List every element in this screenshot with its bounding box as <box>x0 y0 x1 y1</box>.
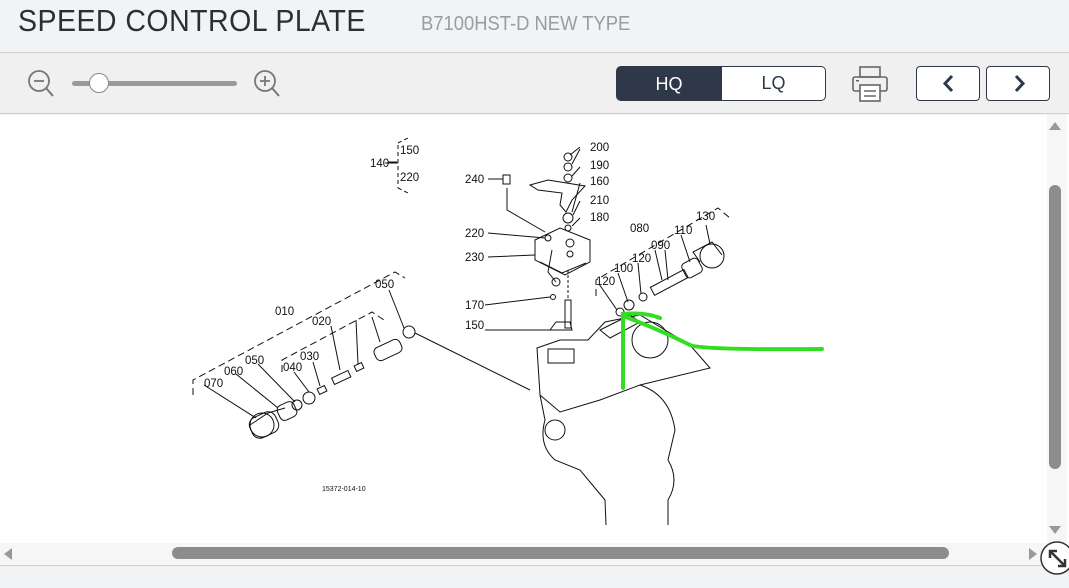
part-label[interactable]: 170 <box>465 300 484 312</box>
part-label[interactable]: 120 <box>632 253 651 265</box>
drawing-code: 15372-014-10 <box>322 486 366 493</box>
part-label[interactable]: 120 <box>596 276 615 288</box>
lq-quality-button[interactable]: LQ <box>721 66 826 101</box>
part-label[interactable]: 010 <box>275 306 294 318</box>
zoom-in-icon[interactable] <box>251 68 283 100</box>
part-label[interactable]: 140 <box>370 158 389 170</box>
zoom-slider[interactable] <box>72 81 237 86</box>
part-label[interactable]: 050 <box>375 279 394 291</box>
part-label[interactable]: 020 <box>312 316 331 328</box>
diagram-viewport[interactable]: 140 150 220 240 200 190 160 210 180 220 … <box>0 115 1069 565</box>
part-label[interactable]: 110 <box>674 225 692 237</box>
part-label[interactable]: 030 <box>300 351 319 363</box>
hq-quality-button[interactable]: HQ <box>616 66 722 101</box>
part-label[interactable]: 060 <box>224 366 243 378</box>
part-label[interactable]: 070 <box>204 378 223 390</box>
part-label[interactable]: 080 <box>630 223 649 235</box>
vertical-scroll-thumb[interactable] <box>1049 185 1061 469</box>
horizontal-scroll-thumb[interactable] <box>172 547 949 559</box>
model-subtitle: B7100HST-D NEW TYPE <box>421 13 631 35</box>
part-label[interactable]: 040 <box>283 362 302 374</box>
part-label[interactable]: 160 <box>590 176 609 188</box>
part-label[interactable]: 190 <box>590 160 609 172</box>
part-label[interactable]: 150 <box>400 145 419 157</box>
resize-fullscreen-icon[interactable] <box>1039 539 1069 579</box>
part-label[interactable]: 150 <box>465 320 484 332</box>
part-label[interactable]: 100 <box>614 263 633 275</box>
page-title: SPEED CONTROL PLATE <box>18 3 366 38</box>
scroll-down-arrow-icon[interactable] <box>1048 525 1062 535</box>
part-label[interactable]: 240 <box>465 174 484 186</box>
print-icon[interactable] <box>851 65 889 103</box>
part-label[interactable]: 050 <box>245 355 264 367</box>
scroll-right-arrow-icon[interactable] <box>1028 547 1038 561</box>
part-label[interactable]: 220 <box>400 172 419 184</box>
chevron-right-icon <box>1014 74 1026 93</box>
part-label[interactable]: 090 <box>651 240 670 252</box>
parts-diagram: 140 150 220 240 200 190 160 210 180 220 … <box>192 137 824 526</box>
part-label[interactable]: 200 <box>590 142 609 154</box>
part-label[interactable]: 230 <box>465 252 484 264</box>
next-page-button[interactable] <box>986 66 1050 101</box>
scroll-left-arrow-icon[interactable] <box>3 547 13 561</box>
zoom-out-icon[interactable] <box>26 68 56 100</box>
footer-bar <box>0 565 1069 588</box>
header: SPEED CONTROL PLATE B7100HST-D NEW TYPE <box>0 0 1069 53</box>
zoom-slider-handle[interactable] <box>89 73 109 93</box>
part-label[interactable]: 220 <box>465 228 484 240</box>
previous-page-button[interactable] <box>916 66 980 101</box>
chevron-left-icon <box>942 74 954 93</box>
part-label[interactable]: 210 <box>590 195 609 207</box>
annotation-arrow <box>621 311 824 390</box>
part-label[interactable]: 180 <box>590 212 609 224</box>
part-label[interactable]: 130 <box>696 211 715 223</box>
scroll-up-arrow-icon[interactable] <box>1048 121 1062 131</box>
